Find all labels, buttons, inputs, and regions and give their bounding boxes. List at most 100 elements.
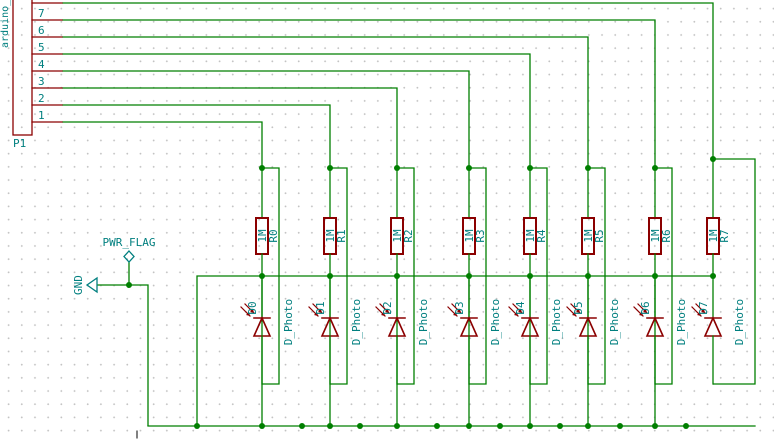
diode-value: D_Photo <box>550 299 563 345</box>
junction-dot <box>710 156 716 162</box>
resistor-ref: R4 <box>535 229 548 243</box>
diode-ref: D0 <box>246 301 259 314</box>
light-arrow-head <box>385 309 389 313</box>
pin-number-7: 7 <box>38 7 45 20</box>
junctions-layer <box>126 156 716 429</box>
junction-dot <box>357 423 363 429</box>
ground-link-7 <box>654 275 713 426</box>
ground-link-3 <box>396 275 469 426</box>
junction-dot <box>585 423 591 429</box>
resistor-ref: R7 <box>718 229 731 242</box>
diode-ref: D1 <box>314 301 327 314</box>
diode-value: D_Photo <box>733 299 746 345</box>
diode-value: D_Photo <box>417 299 430 345</box>
ground-link-5 <box>529 275 588 426</box>
pin-number-1: 1 <box>38 109 45 122</box>
light-arrow-head <box>514 312 518 316</box>
signal-wire-7 <box>62 19 656 168</box>
light-arrow-head <box>453 312 457 316</box>
light-arrow-head <box>250 309 254 313</box>
light-arrow-head <box>318 309 322 313</box>
junction-dot <box>126 282 132 288</box>
light-arrow-head <box>639 312 643 316</box>
junction-dot <box>259 165 265 171</box>
diode-ref: D6 <box>639 301 652 314</box>
resistor-value: 1M <box>391 229 404 243</box>
resistor-value: 1M <box>649 229 662 243</box>
gnd-wire <box>97 284 149 426</box>
light-arrow-head <box>381 312 385 316</box>
resistor-ref: R5 <box>593 229 606 242</box>
resistor-value: 1M <box>256 229 269 243</box>
light-arrow-head <box>314 312 318 316</box>
signal-wire-6 <box>62 36 589 168</box>
ground-link-6 <box>587 275 655 426</box>
signal-wire-5 <box>62 53 531 168</box>
junction-dot <box>466 273 472 279</box>
ground-link-1 <box>261 275 330 426</box>
resistor-value: 1M <box>524 229 537 243</box>
diode-ref: D2 <box>381 301 394 314</box>
signal-wire-3 <box>62 87 398 168</box>
junction-dot <box>327 273 333 279</box>
pin-number-8: 8 <box>38 0 45 3</box>
junction-dot <box>394 423 400 429</box>
connector-ref: P1 <box>13 137 26 150</box>
light-arrow-head <box>457 309 461 313</box>
junction-dot <box>617 423 623 429</box>
junction-dot <box>527 165 533 171</box>
junction-dot <box>466 165 472 171</box>
diode-value: D_Photo <box>675 299 688 345</box>
junction-dot <box>710 273 716 279</box>
pin-number-5: 5 <box>38 41 45 54</box>
diode-ref: D5 <box>572 301 585 314</box>
diode-value: D_Photo <box>282 299 295 345</box>
signal-wire-8 <box>62 2 714 159</box>
resistor-ref: R2 <box>402 229 415 242</box>
resistor-value: 1M <box>324 229 337 243</box>
gnd-label: GND <box>72 275 85 295</box>
light-arrow-head <box>697 312 701 316</box>
resistor-value: 1M <box>707 229 720 243</box>
junction-dot <box>466 423 472 429</box>
diode-D7 <box>703 316 723 337</box>
ground-link-0 <box>196 275 262 426</box>
signal-wire-2 <box>62 104 331 168</box>
junction-dot <box>194 423 200 429</box>
pin-number-4: 4 <box>38 58 45 71</box>
junction-dot <box>327 423 333 429</box>
connector-name: arduino_... <box>0 0 11 48</box>
ground-link-2 <box>329 275 397 426</box>
junction-dot <box>394 165 400 171</box>
junction-dot <box>683 423 689 429</box>
junction-dot <box>527 423 533 429</box>
junction-dot <box>527 273 533 279</box>
signal-wire-1 <box>62 121 263 168</box>
diode-ref: D4 <box>514 301 527 315</box>
ground-link-4 <box>468 275 530 426</box>
diode-value: D_Photo <box>350 299 363 345</box>
diode-ref: D3 <box>453 301 466 314</box>
arduino-connector-p1[interactable]: arduino_...P187654321 <box>0 0 63 150</box>
pin-number-2: 2 <box>38 92 45 105</box>
pwr-flag-symbol <box>123 250 135 263</box>
junction-dot <box>394 273 400 279</box>
resistor-value: 1M <box>463 229 476 243</box>
light-arrow-head <box>518 309 522 313</box>
junction-dot <box>434 423 440 429</box>
wires-layer <box>62 2 756 439</box>
light-arrow-head <box>246 312 250 316</box>
junction-dot <box>652 423 658 429</box>
signal-wire-4 <box>62 70 470 168</box>
junction-dot <box>652 165 658 171</box>
